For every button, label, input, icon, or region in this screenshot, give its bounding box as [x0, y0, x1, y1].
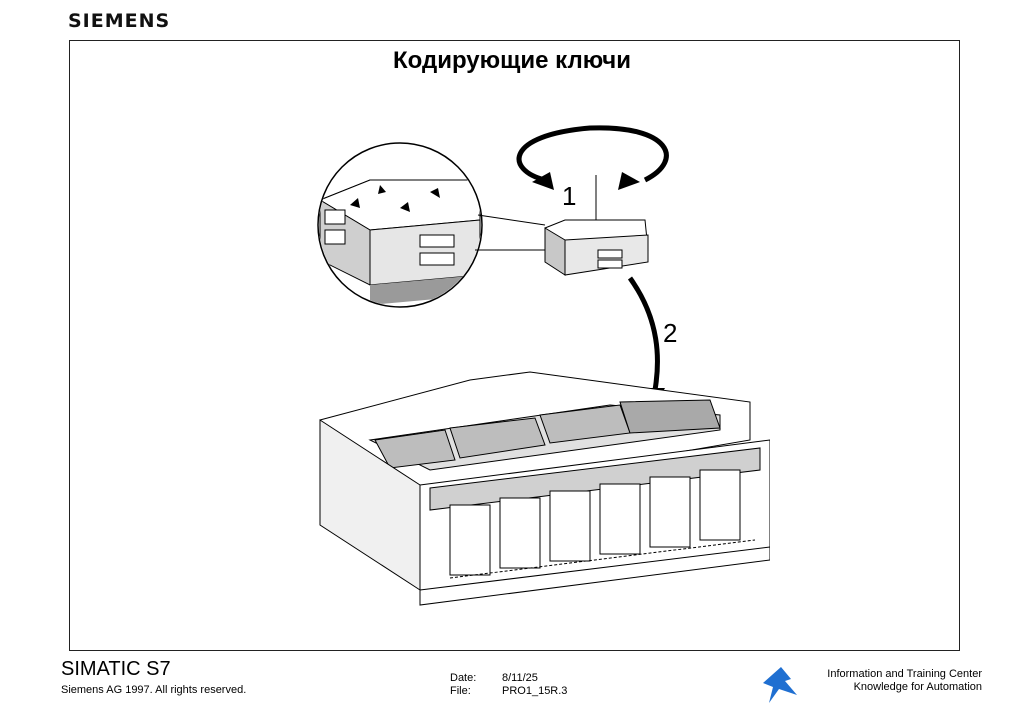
- document-meta: Date: 8/11/25 File: PRO1_15R.3: [450, 672, 567, 698]
- center-name: Information and Training Center: [827, 668, 982, 680]
- slide-title: Кодирующие ключи: [392, 47, 631, 74]
- product-name: SIMATIC S7: [61, 658, 171, 680]
- copyright: Siemens AG 1997. All rights reserved.: [61, 684, 247, 696]
- signal-module: [319, 371, 770, 606]
- footer-right: Information and Training Center Knowledg…: [827, 668, 982, 694]
- rotation-arrows: [516, 125, 669, 183]
- arrow-head-left: [532, 172, 554, 190]
- arrow-head-right: [618, 172, 640, 190]
- file-label: File:: [450, 685, 471, 697]
- siemens-logo: SIEMENS: [68, 10, 171, 32]
- date-label: Date:: [450, 672, 477, 684]
- footer-left: SIMATIC S7 Siemens AG 1997. All rights r…: [61, 658, 246, 696]
- step-label-2: 2: [663, 318, 677, 348]
- zoom-detail: [317, 142, 483, 308]
- coding-key-illustration: 1 2: [317, 125, 770, 606]
- slide-frame: [69, 40, 960, 651]
- step-label-1: 1: [562, 181, 576, 211]
- coding-key: [544, 219, 649, 276]
- itc-logo-icon: [763, 667, 797, 703]
- center-tagline: Knowledge for Automation: [853, 681, 982, 693]
- date-value: 8/11/25: [502, 672, 538, 684]
- file-value: PRO1_15R.3: [502, 685, 568, 697]
